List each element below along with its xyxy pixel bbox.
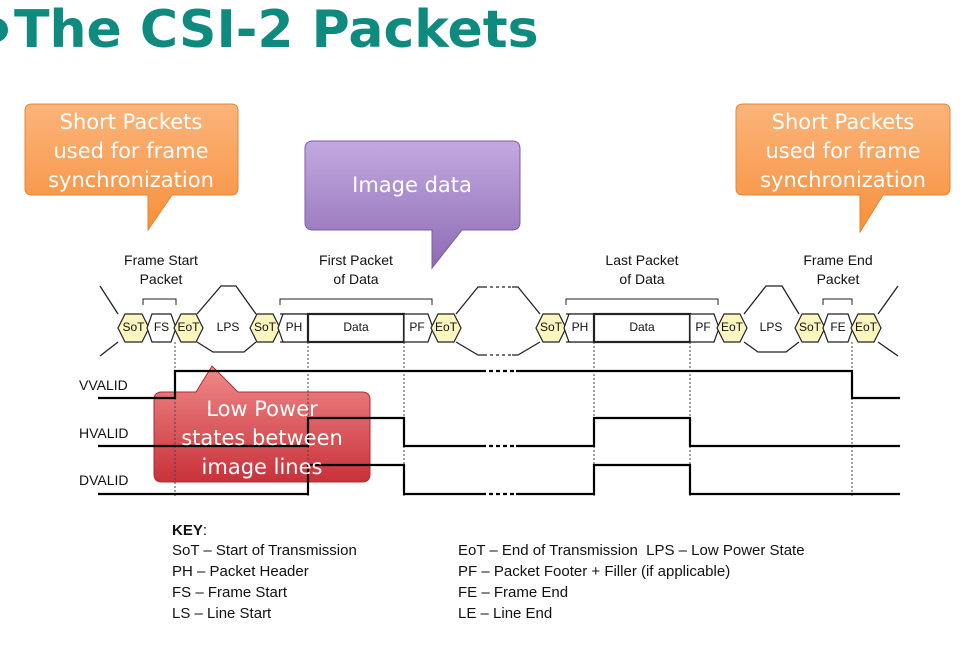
key-item: PF – Packet Footer + Filler (if applicab… xyxy=(458,563,731,580)
callout-line: states between xyxy=(181,426,343,450)
image-data-callout xyxy=(304,140,521,270)
label-line: of Data xyxy=(619,271,665,287)
callout-line: used for frame xyxy=(53,139,209,163)
dvalid-label: DVALID xyxy=(79,472,129,488)
last-packet-label: Last Packet of Data xyxy=(582,251,702,289)
key-item: LS – Line Start xyxy=(172,605,272,622)
sot-token: SoT xyxy=(122,320,145,334)
sot-token: SoT xyxy=(798,320,821,334)
short-packets-callout-left-text: Short Packets used for frame synchroniza… xyxy=(24,108,238,195)
key-item: EoT – End of Transmission LPS – Low Powe… xyxy=(458,542,805,559)
pf-token: PF xyxy=(409,320,425,334)
data-token: Data xyxy=(629,320,655,334)
last-packet-bracket xyxy=(565,298,719,305)
label-line: of Data xyxy=(333,271,379,287)
slide-title: The CSI-2 Packets xyxy=(14,0,539,60)
key-right-list: EoT – End of Transmission LPS – Low Powe… xyxy=(458,540,805,624)
dvalid-waveform xyxy=(98,463,900,496)
fs-token: FS xyxy=(153,320,170,334)
key-item: PH – Packet Header xyxy=(172,563,309,580)
eot-token: EoT xyxy=(177,320,200,334)
eot-token: EoT xyxy=(434,320,457,334)
key-left-list: SoT – Start of Transmission PH – Packet … xyxy=(172,540,357,624)
ph-token: PH xyxy=(285,320,303,334)
callout-line: image lines xyxy=(201,455,323,479)
key-item: FS – Frame Start xyxy=(172,584,288,601)
frame-start-bracket xyxy=(142,298,177,305)
key-heading-suffix: : xyxy=(202,522,208,539)
callout-line: used for frame xyxy=(765,139,921,163)
frame-end-packet-label: Frame End Packet xyxy=(778,251,898,289)
lps-token: LPS xyxy=(216,320,240,334)
callout-line: Short Packets xyxy=(771,110,915,134)
key-item: LE – Line End xyxy=(458,605,553,622)
ph-token: PH xyxy=(571,320,589,334)
key-item: SoT – Start of Transmission xyxy=(172,542,357,559)
key-heading-text: KEY xyxy=(172,522,203,539)
label-line: First Packet xyxy=(319,252,393,268)
eot-token: EoT xyxy=(720,320,743,334)
label-line: Frame End xyxy=(803,252,873,268)
sot-token: SoT xyxy=(253,320,276,334)
image-data-callout-text: Image data xyxy=(352,173,472,197)
pf-token: PF xyxy=(695,320,711,334)
callout-line: Low Power xyxy=(206,397,318,421)
vvalid-label: VVALID xyxy=(79,377,128,393)
short-packets-callout-right xyxy=(735,103,951,234)
hvalid-label: HVALID xyxy=(79,425,129,441)
packet-tokens xyxy=(117,312,882,344)
label-line: Packet xyxy=(139,271,183,287)
frame-end-bracket xyxy=(822,298,853,305)
short-packets-callout-left xyxy=(24,103,239,232)
label-line: Packet xyxy=(816,271,860,287)
label-line: Last Packet xyxy=(605,252,679,268)
key-item: FE – Frame End xyxy=(458,584,569,601)
first-packet-bracket xyxy=(279,298,433,305)
hvalid-waveform xyxy=(98,416,900,448)
title-bullet xyxy=(0,18,8,42)
low-power-callout-text: Low Power states between image lines xyxy=(155,395,369,482)
data-token: Data xyxy=(343,320,369,334)
callout-line: Short Packets xyxy=(59,110,203,134)
label-line: Frame Start xyxy=(124,252,198,268)
key-heading: KEY: xyxy=(172,520,207,541)
short-packets-callout-right-text: Short Packets used for frame synchroniza… xyxy=(736,108,950,195)
frame-start-packet-label: Frame Start Packet xyxy=(100,251,222,289)
sot-token: SoT xyxy=(539,320,562,334)
eot-token: EoT xyxy=(854,320,877,334)
lps-token: LPS xyxy=(759,320,783,334)
callout-line: synchronization xyxy=(48,168,214,192)
fe-token: FE xyxy=(830,320,846,334)
callout-line: synchronization xyxy=(760,168,926,192)
first-packet-label: First Packet of Data xyxy=(296,251,416,289)
vvalid-waveform xyxy=(98,369,900,400)
